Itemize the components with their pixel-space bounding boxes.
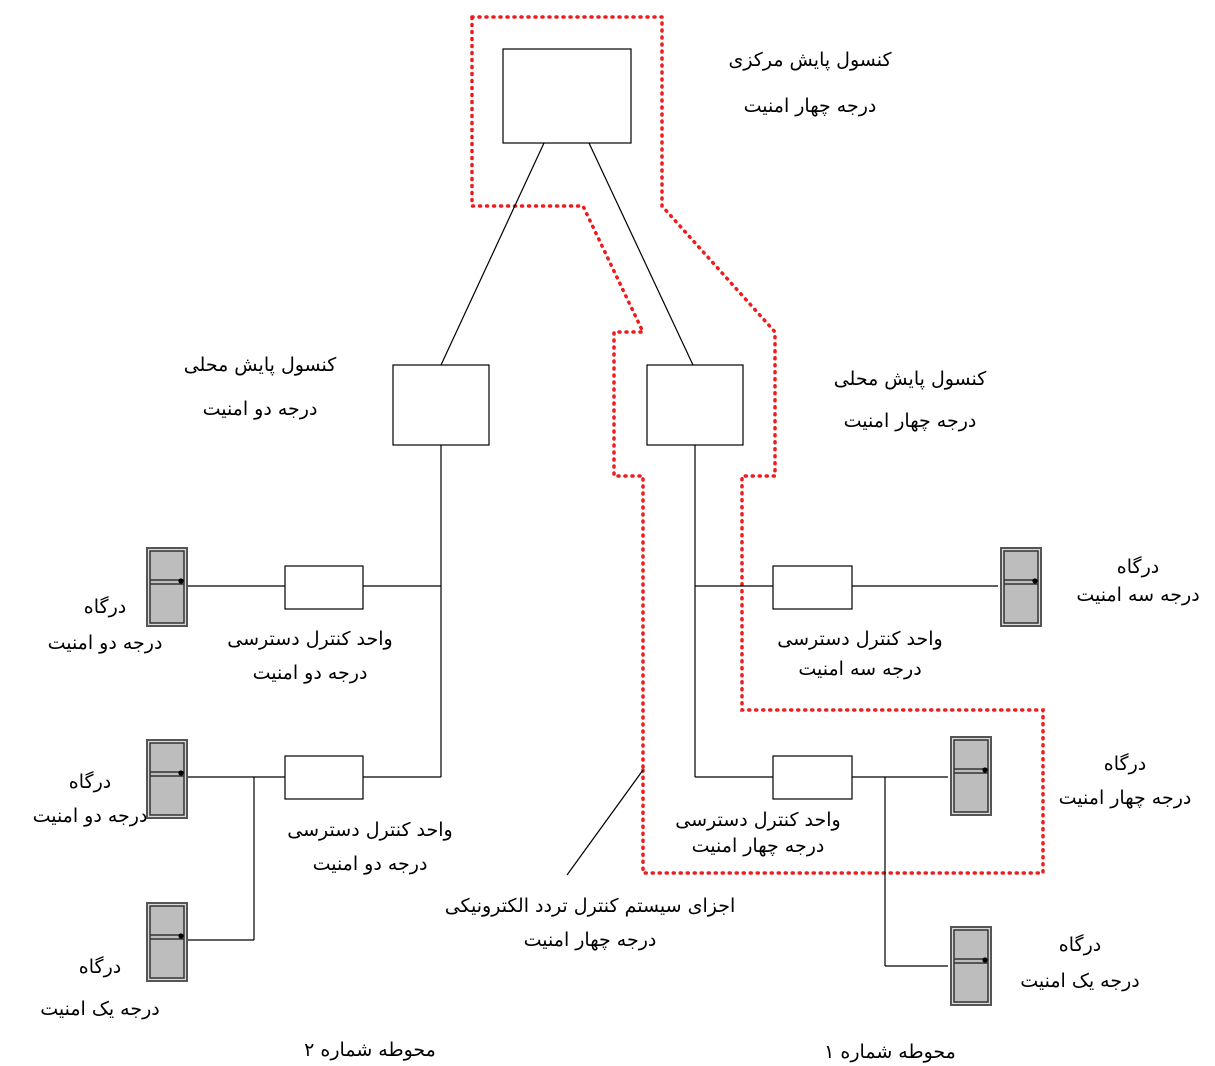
zone-1-label: محوطه شماره ۱ [824,1041,956,1063]
door-icon [950,926,992,1006]
gate-left-1-label: درگاه درجه دو امنیت [15,595,195,655]
acu-level: درجه چهار امنیت [691,835,825,857]
gate-title: درگاه [1103,753,1147,775]
acu-title: واحد کنترل دسترسی [675,809,841,831]
acu-left-2-box [284,755,364,800]
gate-level: درجه دو امنیت [47,632,163,654]
acu-left-1-label: واحد کنترل دسترسی درجه دو امنیت [210,627,410,685]
local-console-left-title: کنسول پایش محلی [183,354,337,376]
local-console-right-box [646,364,744,446]
acu-level: درجه سه امنیت [798,658,922,680]
gate-level: درجه دو امنیت [32,805,148,827]
door-icon [950,736,992,816]
security-boundary-left [470,15,646,769]
acu-right-1-label: واحد کنترل دسترسی درجه سه امنیت [760,627,960,681]
link-central-left [440,142,545,366]
acu-right-2-box [772,755,853,800]
local-console-right-title: کنسول پایش محلی [833,368,987,390]
local-console-right-level: درجه چهار امنیت [843,410,977,432]
acu-left-1-box [284,565,364,610]
acu-left-2-label: واحد کنترل دسترسی درجه دو امنیت [270,818,470,876]
gate-right-2-label: درگاه درجه چهار امنیت [1040,752,1210,810]
local-console-left-level: درجه دو امنیت [202,398,318,420]
central-console-box [502,48,632,144]
gate-title: درگاه [83,596,127,618]
acu-title: واحد کنترل دسترسی [287,819,453,841]
central-console-label: کنسول پایش مرکزی درجه چهار امنیت [705,48,915,118]
central-console-level: درجه چهار امنیت [743,95,877,117]
acu-title: واحد کنترل دسترسی [227,628,393,650]
link-central-right [588,142,694,366]
security-boundary [470,15,1045,875]
gate-level: درجه یک امنیت [1020,970,1140,992]
gate-left-2-label: درگاه درجه دو امنیت [0,770,180,828]
gate-title: درگاه [1058,934,1102,956]
local-console-left-box [392,364,490,446]
zone-2-label: محوطه شماره ۲ [304,1039,436,1061]
components-callout-label: اجزای سیستم کنترل تردد الکترونیکی درجه چ… [400,894,780,952]
central-console-title: کنسول پایش مرکزی [728,49,892,71]
acu-right-2-label: واحد کنترل دسترسی درجه چهار امنیت [658,808,858,858]
gate-right-3-label: درگاه درجه یک امنیت [1000,933,1160,993]
gate-level: درجه چهار امنیت [1058,787,1192,809]
components-title: اجزای سیستم کنترل تردد الکترونیکی [444,895,736,917]
gate-title: درگاه [68,771,112,793]
gate-title: درگاه [1116,556,1160,578]
local-console-right-label: کنسول پایش محلی درجه چهار امنیت [810,367,1010,433]
gate-left-3-label: درگاه درجه یک امنیت [10,955,190,1021]
gate-level: درجه یک امنیت [40,998,160,1020]
door-icon [1000,547,1042,627]
acu-right-1-box [772,565,853,610]
acu-level: درجه دو امنیت [252,662,368,684]
gate-right-1-label: درگاه درجه سه امنیت [1058,555,1215,607]
callout-leader [566,769,644,876]
gate-title: درگاه [78,956,122,978]
local-console-left-label: کنسول پایش محلی درجه دو امنیت [160,353,360,421]
acu-level: درجه دو امنیت [312,853,428,875]
gate-level: درجه سه امنیت [1076,584,1200,606]
components-level: درجه چهار امنیت [523,929,657,951]
acu-title: واحد کنترل دسترسی [777,628,943,650]
